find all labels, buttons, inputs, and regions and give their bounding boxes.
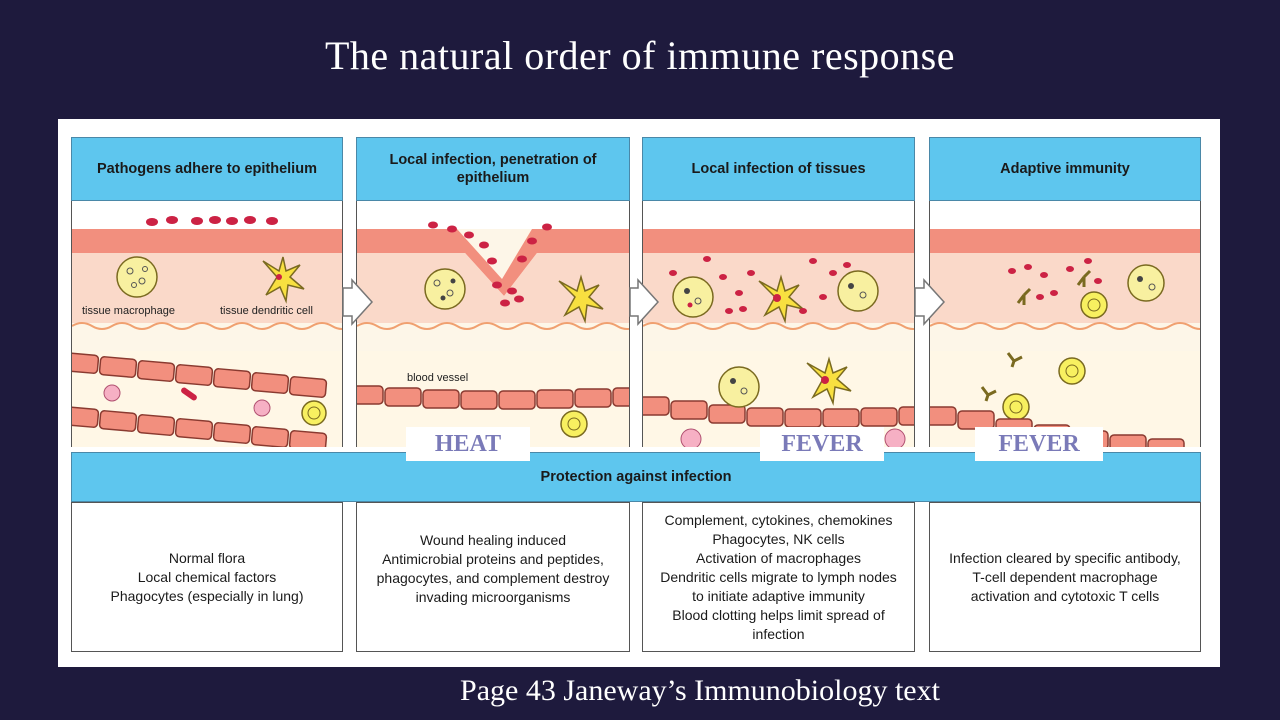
tissue-dendritic-cell-label: tissue dendritic cell: [220, 305, 313, 317]
tissue-macrophage-icon: [116, 256, 158, 298]
panel-3-line-3: Activation of macrophages: [696, 549, 861, 566]
panel-3-line-2: Phagocytes, NK cells: [712, 530, 845, 547]
panel-3-heading: Local infection of tissues: [642, 137, 915, 201]
panel-2-heading: Local infection, penetration of epitheli…: [356, 137, 630, 201]
protection-bar: Protection against infection: [71, 452, 1201, 502]
panel-2-line-2: Antimicrobial proteins and peptides,: [382, 551, 604, 567]
heat-tag: HEAT: [406, 427, 530, 461]
panel-3-line-1: Complement, cytokines, chemokines: [664, 511, 893, 528]
panel-3-illustration: [642, 201, 915, 447]
panel-2-description: Wound healing induced Antimicrobial prot…: [356, 502, 630, 652]
panel-3-line-6: Blood clotting helps limit spread of: [672, 606, 885, 623]
tissue-dendritic-cell-icon: [262, 256, 305, 304]
panel-4-description: Infection cleared by specific antibody, …: [929, 502, 1201, 652]
panel-1-line-1: Normal flora: [168, 549, 246, 566]
panel-4-line-1: Infection cleared by specific antibody,: [949, 549, 1181, 566]
panel-3-description: Complement, cytokines, chemokines Phagoc…: [642, 502, 915, 652]
panel-1-line-3: Phagocytes (especially in lung): [110, 587, 304, 604]
slide-title: The natural order of immune response: [324, 33, 955, 78]
panel-3-line-5: to initiate adaptive immunity: [692, 587, 865, 604]
panel-4-line-3: activation and cytotoxic T cells: [970, 587, 1160, 604]
slide-footer: Page 43 Janeway’s Immunobiology text: [460, 674, 940, 707]
tissue-macrophage-label: tissue macrophage: [82, 305, 175, 317]
panel-2-line-3: phagocytes, and complement destroy: [376, 570, 610, 586]
panel-3-line-4: Dendritic cells migrate to lymph nodes: [660, 568, 897, 585]
panel-4-line-2: T-cell dependent macrophage: [972, 568, 1158, 585]
panel-2-line-4: invading microorganisms: [415, 589, 571, 605]
blood-vessel-label: blood vessel: [407, 372, 468, 384]
panel-1-heading: Pathogens adhere to epithelium: [71, 137, 343, 201]
fever-tag-2: FEVER: [975, 427, 1103, 461]
arrow-2-icon: [629, 278, 660, 326]
panel-3-line-7: infection: [752, 625, 805, 642]
panel-1-line-2: Local chemical factors: [137, 568, 277, 585]
panel-1-description: Normal flora Local chemical factors Phag…: [71, 502, 343, 652]
arrow-3-icon: [914, 278, 946, 326]
panel-4-heading: Adaptive immunity: [929, 137, 1201, 201]
fever-tag-1: FEVER: [760, 427, 884, 461]
panel-2-line-1: Wound healing induced: [419, 532, 567, 548]
panel-1-illustration: tissue macrophage tissue dendritic cell: [71, 201, 343, 447]
arrow-1-icon: [342, 278, 374, 326]
